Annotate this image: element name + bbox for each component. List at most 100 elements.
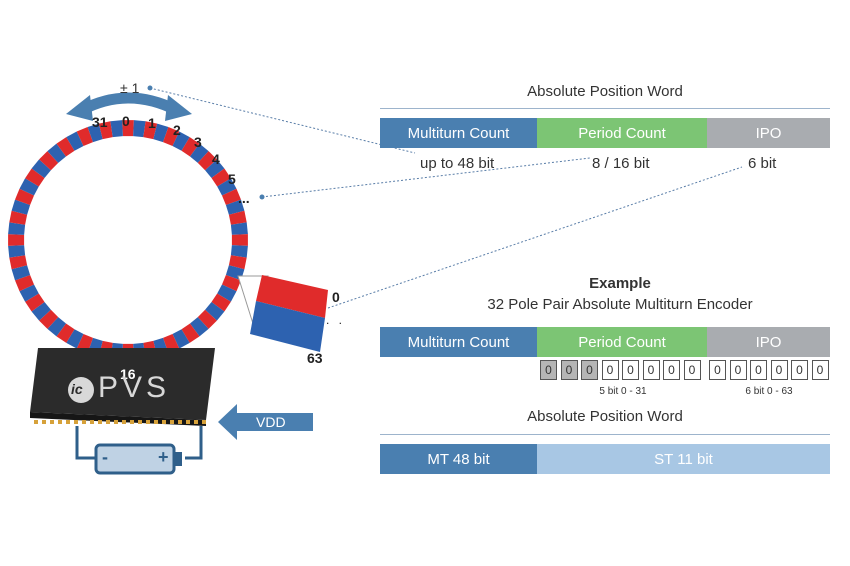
period-bit-box: 0 [622, 360, 639, 380]
ring-tick-1: 1 [148, 115, 156, 131]
ring-segment [217, 284, 237, 302]
ipo-bit-box: 0 [770, 360, 788, 380]
ring-segment [230, 222, 248, 235]
ring-tick-31: 31 [92, 114, 108, 130]
period-bit-box: 0 [642, 360, 660, 380]
ring-segment [211, 293, 231, 312]
ring-segment [217, 178, 237, 196]
ring-tick-2: 2 [173, 122, 181, 138]
pvs-chip [30, 348, 215, 426]
ipo-bit-box: 0 [791, 360, 808, 380]
ring-segment [66, 131, 84, 151]
top-period-size: 8 / 16 bit [592, 155, 650, 172]
ring-segment [211, 168, 231, 187]
ring-segment [31, 302, 51, 321]
ring-segment [19, 284, 39, 302]
top-ipo-label: IPO [755, 124, 782, 142]
ipo-caption: 6 bit 0 - 63 [745, 386, 793, 397]
ring-segment [231, 234, 248, 246]
vdd-arrow-icon [218, 404, 313, 440]
period-bit-box: 0 [581, 360, 598, 380]
chip-brand: PVS [98, 371, 171, 404]
ring-segment [11, 199, 31, 215]
top-period-segment: Period Count [537, 118, 707, 148]
ring-segment [8, 245, 26, 258]
ring-segment [56, 323, 75, 343]
chip-pin [98, 420, 102, 424]
ring-segment [143, 121, 158, 140]
ring-segment [9, 210, 28, 225]
ring-segment [98, 121, 113, 140]
connector-dot [147, 85, 153, 91]
top-word-title: Absolute Position Word [527, 83, 683, 100]
zoom-label-0: 0 [332, 289, 340, 305]
period-bit-box: 0 [663, 360, 680, 380]
ring-segment [163, 127, 180, 146]
ring-tick-3: 3 [194, 134, 202, 150]
period-bit-box: 0 [601, 360, 619, 380]
ring-segment [25, 293, 45, 312]
ring-segment [15, 275, 34, 292]
top-multiturn-size: up to 48 bit [420, 155, 495, 172]
ring-tick-0: 0 [122, 113, 130, 129]
chip-pin [170, 420, 174, 424]
connector-line-period [261, 157, 591, 198]
rotation-label: ± 1 [120, 80, 140, 96]
example-multiturn-segment: Multiturn Count [380, 327, 537, 357]
chip-brand-prefix: ic [71, 381, 83, 397]
example-heading: Example [589, 275, 651, 292]
top-multiturn-label: Multiturn Count [407, 124, 510, 142]
example-multiturn-label: Multiturn Count [407, 333, 510, 351]
ring-segment [110, 120, 123, 138]
connector-dot [259, 194, 265, 200]
ipo-bit-box: 0 [729, 360, 747, 380]
ring-tick-5: 5 [228, 171, 236, 187]
ipo-bit-box: 0 [750, 360, 767, 380]
ipo-bit-box: 0 [811, 360, 829, 380]
ring-segment [222, 188, 241, 205]
chip-pin [58, 420, 62, 424]
chip-pin [42, 420, 46, 424]
ring-segment [25, 168, 45, 187]
ring-segment [205, 302, 225, 321]
bottom-word-divider [380, 434, 830, 435]
chip-pin [186, 420, 190, 424]
ring-segment [19, 178, 39, 196]
chip-pin [146, 420, 150, 424]
chip-pin [50, 420, 54, 424]
connector-line-multiturn [149, 87, 416, 154]
ring-segment [76, 127, 93, 146]
ring-segment [31, 159, 51, 178]
example-subtitle: 32 Pole Pair Absolute Multiturn Encoder [487, 296, 753, 313]
ic-logo-icon [68, 377, 94, 403]
chip-pin [74, 420, 78, 424]
ring-segment [181, 137, 200, 157]
ring-segment [230, 245, 248, 258]
ring-segment [56, 137, 75, 157]
period-bit-box: 0 [683, 360, 701, 380]
mt-segment: MT 48 bit [380, 444, 537, 474]
example-period-label: Period Count [578, 333, 666, 351]
chip-pin [66, 420, 70, 424]
chip-pin [82, 420, 86, 424]
magnet-ring [8, 120, 248, 360]
period-bit-box: 0 [540, 360, 557, 380]
st-segment: ST 11 bit [537, 444, 830, 474]
ring-segment [205, 159, 225, 178]
ring-tick-16: 16 [120, 366, 136, 382]
chip-pin [194, 420, 198, 424]
ring-segment [39, 151, 59, 171]
ring-segment [66, 329, 84, 349]
top-ipo-segment: IPO [707, 118, 830, 148]
battery-minus: - [102, 447, 108, 467]
top-period-label: Period Count [578, 124, 666, 142]
chip-pin [114, 420, 118, 424]
top-multiturn-segment: Multiturn Count [380, 118, 537, 148]
ring-segment [153, 123, 169, 143]
zoom-dots: . . [326, 313, 346, 327]
ring-segment [8, 222, 26, 235]
chip-pin [106, 420, 110, 424]
magnified-pole-pair [237, 275, 328, 352]
ring-segment [181, 323, 200, 343]
ring-segment [197, 309, 217, 329]
